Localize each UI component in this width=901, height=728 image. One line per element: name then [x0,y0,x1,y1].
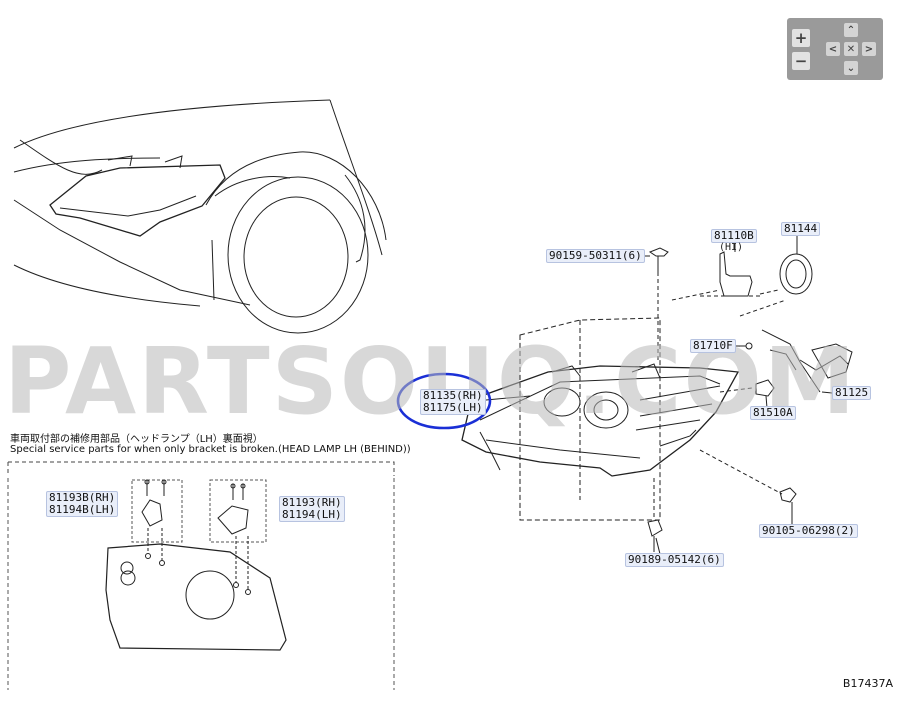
part-number-90159-50311[interactable]: 90159-50311(6) [546,249,645,263]
pan-left-button[interactable]: < [826,42,840,56]
part-callout-bracket[interactable]: 81193(RH) 81194(LH) [279,496,345,522]
part-number-81194b[interactable]: 81194B(LH) [49,503,116,516]
pan-right-button[interactable]: > [862,42,876,56]
headlamp-assembly [461,236,853,555]
service-note-japanese: 車両取付部の補修用部品（ヘッドランプ（LH）裏面視） [10,434,263,445]
highlight-ring [396,372,492,430]
part-number-81710f[interactable]: 81710F [690,339,736,353]
service-note-english: Special service parts for when only brac… [10,444,411,455]
part-number-81175[interactable]: 81175(LH) [423,401,483,414]
pan-up-button[interactable]: ⌃ [844,23,858,37]
bulb-hi-label: (HI) [719,242,744,253]
zoom-in-button[interactable]: + [792,29,810,47]
part-number-81110b[interactable]: 81110B [711,229,757,243]
figure-code: B17437A [842,677,893,690]
zoom-pan-control: + − ⌃ < ✕ > ⌄ [787,18,883,80]
part-number-81125[interactable]: 81125 [832,386,872,400]
part-number-81193b[interactable]: 81193B(RH) [49,491,116,504]
part-callout-headlamp[interactable]: 81135(RH) 81175(LH) [420,389,486,415]
part-number-81135[interactable]: 81135(RH) [423,389,483,402]
part-number-81194[interactable]: 81194(LH) [282,508,342,521]
zoom-out-button[interactable]: − [792,52,810,70]
part-number-81193[interactable]: 81193(RH) [282,496,342,509]
service-note-box [7,461,395,690]
part-number-90105-06298[interactable]: 90105-06298(2) [759,524,858,538]
part-number-81510a[interactable]: 81510A [750,406,796,420]
reset-view-button[interactable]: ✕ [844,42,858,56]
part-number-90189-05142[interactable]: 90189-05142(6) [625,553,724,567]
car-overview [13,99,387,334]
part-callout-bracket-b[interactable]: 81193B(RH) 81194B(LH) [46,491,119,517]
part-number-81144[interactable]: 81144 [781,222,821,236]
pan-down-button[interactable]: ⌄ [844,61,858,75]
